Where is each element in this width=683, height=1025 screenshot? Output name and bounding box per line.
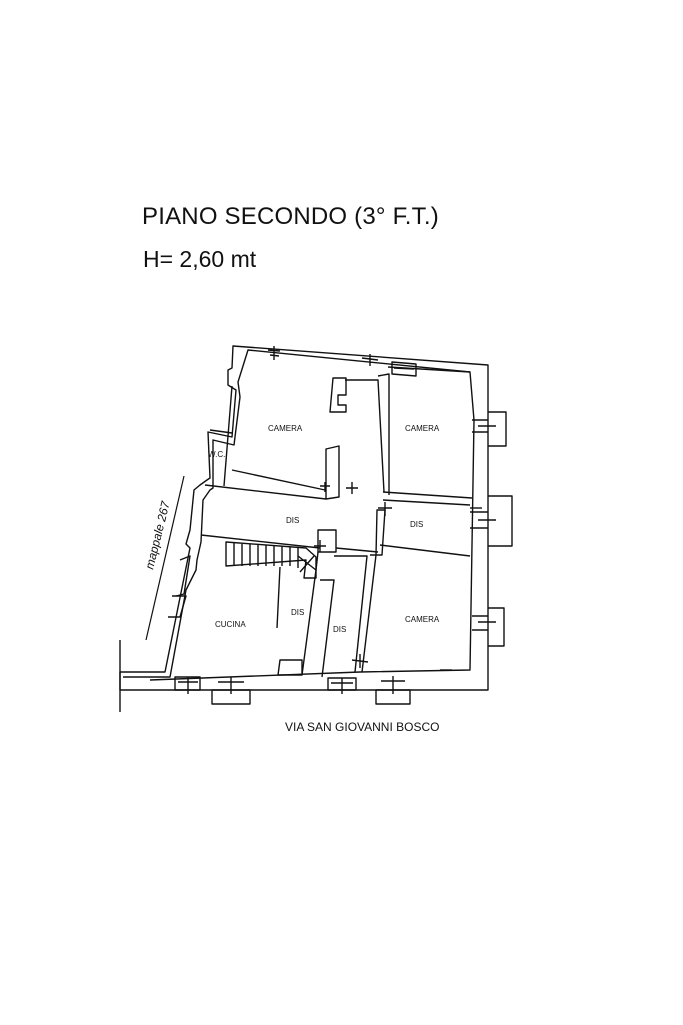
balcony [488,495,513,547]
inner-wall [123,349,475,681]
room-label-dis-right: DIS [410,520,423,529]
room-label-cucina: CUCINA [215,620,246,629]
room-label-dis-stair: DIS [291,608,304,617]
parcel-line [145,475,185,641]
room-label-wc: W.C. [208,450,225,459]
room-label-dis-bottom: DIS [333,625,346,634]
balcony [488,607,505,647]
window-bay [211,689,251,705]
room-label-camera-bottom-right: CAMERA [405,615,440,624]
street-label: VIA SAN GIOVANNI BOSCO [285,720,439,734]
room-label-camera-top-left: CAMERA [268,424,303,433]
balcony [488,411,507,447]
parcel-label: mappale 267 [142,499,173,571]
staircase [225,541,317,579]
window-bay [327,677,357,691]
floor-title: PIANO SECONDO (3° F.T.) [142,203,439,230]
room-label-dis-center: DIS [286,516,299,525]
room-label-camera-top-right: CAMERA [405,424,440,433]
outer-wall [119,345,489,691]
window-bay [375,689,411,705]
ceiling-height-note: H= 2,60 mt [143,246,257,272]
window-bay [174,676,201,691]
